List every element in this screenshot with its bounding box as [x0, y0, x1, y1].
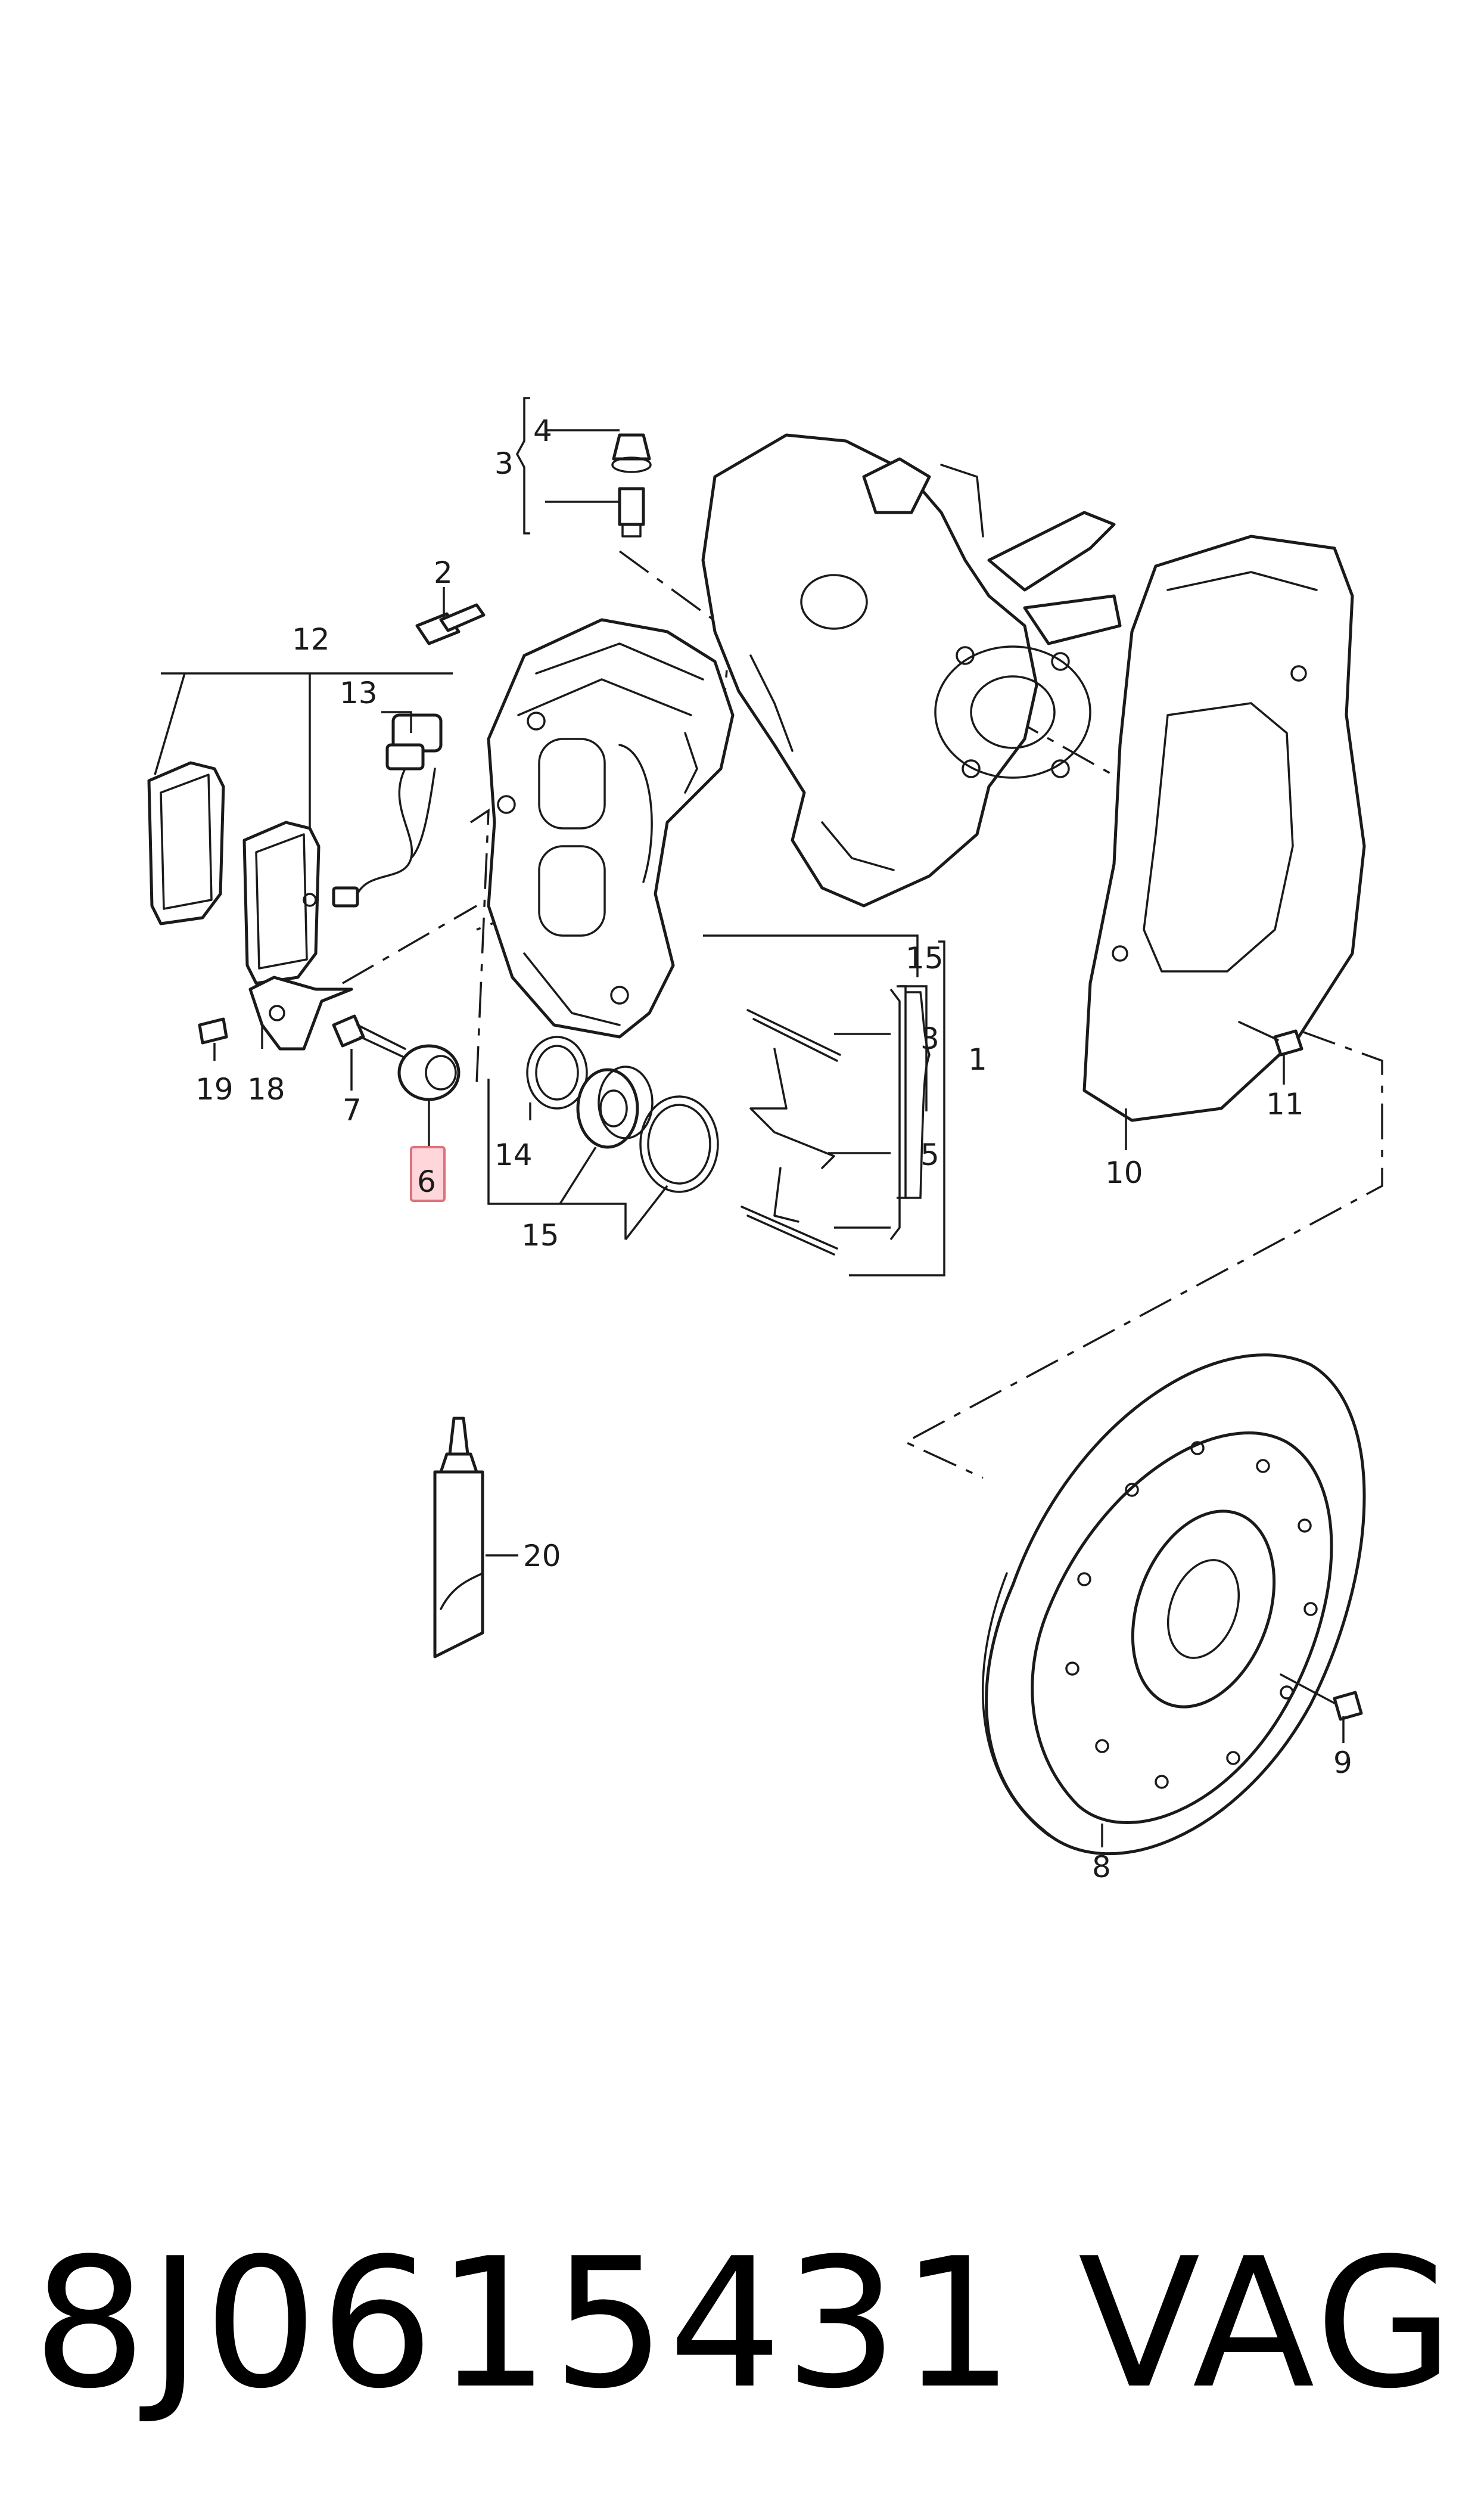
label-10: 10 [1105, 1156, 1143, 1190]
wear-sensor [332, 713, 443, 908]
bolt-19 [198, 1017, 228, 1045]
steering-knuckle [701, 433, 1122, 908]
piston [576, 1066, 654, 1149]
label-1: 1 [968, 1042, 987, 1077]
label-4: 4 [533, 414, 552, 448]
label-18: 18 [247, 1072, 285, 1107]
guide-bolt-7 [332, 1014, 406, 1059]
bleeder-assembly [611, 433, 652, 538]
label-20: 20 [523, 1539, 561, 1573]
leader-lines [154, 429, 1345, 1847]
label-6: 6 [417, 1164, 436, 1199]
label-12: 12 [292, 622, 330, 657]
part-number: 8J0615431 [33, 2220, 1017, 2428]
label-2: 2 [434, 555, 453, 590]
label-19: 19 [195, 1072, 234, 1107]
label-15a: 15 [906, 941, 944, 976]
highlight-box-6 [410, 1146, 446, 1202]
brake-disc [982, 1353, 1366, 1856]
seal-14 [526, 1036, 588, 1110]
label-3a: 3 [494, 446, 514, 481]
label-8: 8 [1092, 1850, 1111, 1884]
label-11: 11 [1266, 1087, 1304, 1122]
bracket-marks [516, 397, 945, 1276]
footer: 8J0615431 VAG [0, 2217, 1484, 2431]
label-5: 5 [920, 1138, 939, 1172]
splash-shield [1082, 535, 1366, 1122]
pins-and-spring [741, 1009, 841, 1256]
bolt-11 [1238, 1021, 1303, 1057]
label-9: 9 [1333, 1745, 1352, 1780]
label-7: 7 [343, 1093, 362, 1128]
bracket-18 [248, 976, 353, 1051]
screw-9 [1280, 1673, 1363, 1721]
disc-holes [1065, 1441, 1318, 1789]
dust-boot [639, 1095, 719, 1193]
label-14: 14 [494, 1138, 533, 1172]
label-13: 13 [340, 676, 378, 710]
grease-tube [433, 1417, 484, 1658]
callouts: 1 2 3 3 4 5 6 7 8 9 10 11 12 13 14 15 15… [195, 414, 1352, 1884]
brake-pads [147, 761, 321, 985]
label-15b: 15 [521, 1218, 559, 1253]
brake-caliper [487, 618, 735, 1039]
brand-name: VAG [1078, 2220, 1457, 2428]
bushing-6 [397, 1044, 461, 1101]
label-3b: 3 [920, 1021, 939, 1056]
bolt-2 [415, 603, 486, 645]
